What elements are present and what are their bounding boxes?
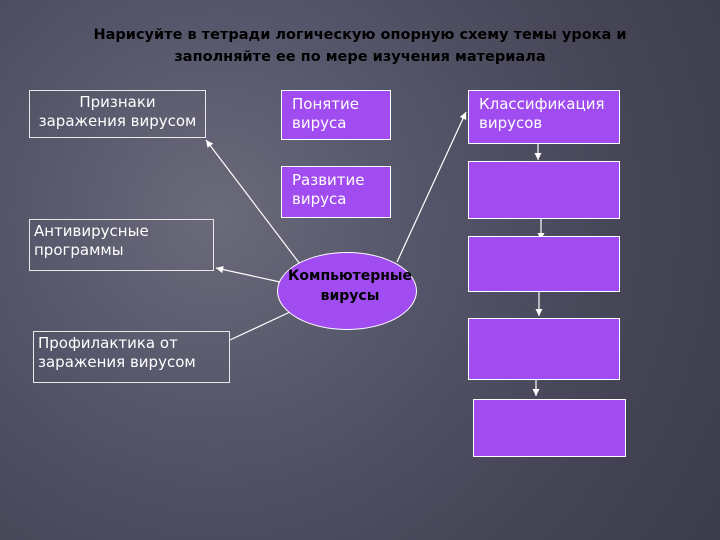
classification-slot-3 [468,318,620,380]
title-line-2: заполняйте ее по мере изучения материала [174,49,546,65]
box-development-line-2: вируса [292,190,347,208]
box-antivirus-line-2: программы [34,241,124,259]
box-classification: Классификация вирусов [468,90,620,144]
center-label: Компьютерные вирусы [270,266,430,306]
box-development: Развитие вируса [281,166,391,218]
box-antivirus-line-1: Антивирусные [34,222,149,240]
arrow-to-signs [205,139,307,273]
box-signs: Признаки заражения вирусом [29,90,206,138]
box-signs-line-1: Признаки [79,93,156,111]
arrow-to-classification [396,111,467,263]
box-prevention-line-1: Профилактика от [38,334,178,352]
center-label-line-2: вирусы [320,288,380,304]
center-ellipse [277,252,417,330]
box-concept: Понятие вируса [281,90,391,140]
box-concept-line-2: вируса [292,114,347,132]
title-line-1: Нарисуйте в тетради логическую опорную с… [93,27,627,43]
box-classification-line-2: вирусов [479,114,543,132]
classification-slot-1 [468,161,620,219]
box-signs-line-2: заражения вирусом [38,112,197,130]
box-prevention-line-2: заражения вирусом [38,353,196,371]
center-label-line-1: Компьютерные [287,268,413,284]
arrow-to-antivirus [215,266,281,283]
box-concept-line-1: Понятие [292,95,360,113]
box-prevention: Профилактика от заражения вирусом [33,331,230,383]
box-antivirus: Антивирусные программы [29,219,214,271]
slide-title: Нарисуйте в тетради логическую опорную с… [40,24,680,68]
box-classification-line-1: Классификация [479,95,605,113]
line-to-prevention [229,311,291,341]
classification-slot-4 [473,399,626,457]
classification-slot-2 [468,236,620,292]
box-development-line-1: Развитие [292,171,365,189]
